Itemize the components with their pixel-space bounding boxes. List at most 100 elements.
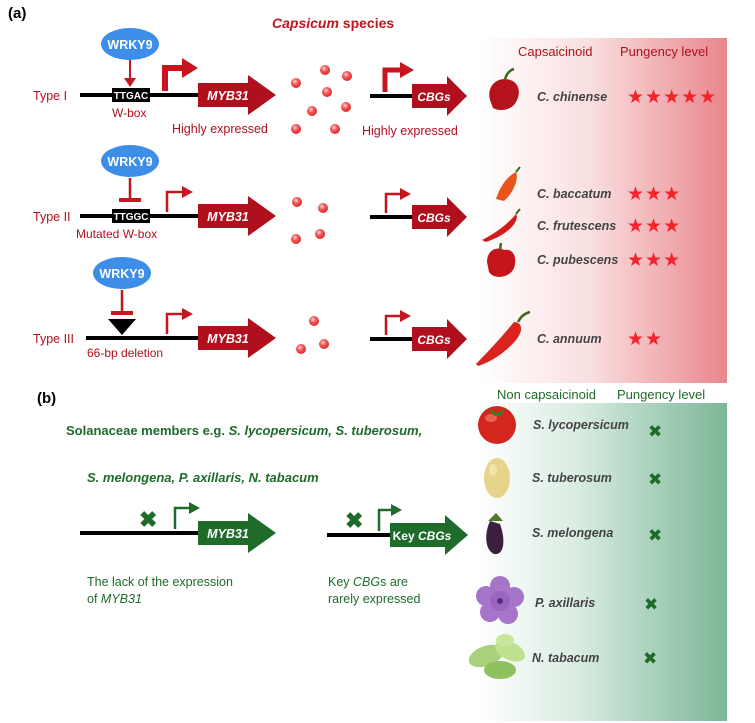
type-2-myb31-label: MYB31 xyxy=(207,210,249,224)
type-1-cbg-tss-arrowhead xyxy=(400,62,414,78)
myb31-tss-arrow-icon xyxy=(173,506,191,529)
protein-dot xyxy=(319,339,329,349)
pepper-chinense-icon xyxy=(489,67,519,110)
type-1-cbgs-gene xyxy=(412,76,467,116)
note-cbgs-rarely-line-2: rarely expressed xyxy=(328,592,420,606)
tobacco-leaves-icon xyxy=(468,634,525,679)
protein-dot xyxy=(322,87,332,97)
type-2-myb31-protein-dots xyxy=(291,197,328,244)
species-name-lycopersicum: S. lycopersicum xyxy=(533,418,629,432)
panel-b: (b) Non capsaicinoid Pungency level Sola… xyxy=(37,387,727,721)
pungency-stars-pubescens: ★★★ xyxy=(627,250,681,271)
solanaceae-members-line-1: Solanaceae members e.g. S. lycopersicum,… xyxy=(66,423,422,438)
type-2-tss-arrowhead xyxy=(182,186,193,198)
type-2-tss-arrow-icon xyxy=(165,190,184,212)
panel-b-background xyxy=(478,403,727,721)
protein-dot xyxy=(330,124,340,134)
col-non-capsaicinoid: Non capsaicinoid xyxy=(497,387,596,402)
type-3-cbg-tss-arrowhead xyxy=(400,310,411,322)
protein-dot xyxy=(342,71,352,81)
type-1-row: WRKY9 Type I TTGAC W-box MYB31 Highly ex… xyxy=(33,28,467,138)
pepper-frutescens-icon xyxy=(482,208,521,242)
type-2-cbg-tss-arrowhead xyxy=(400,188,411,200)
protein-dot xyxy=(292,197,302,207)
key-cbgs-gene-label: Key CBGs xyxy=(393,529,452,543)
wrky9-oval xyxy=(101,145,159,177)
type-3-tss-arrowhead xyxy=(182,308,193,320)
myb31-gene-green xyxy=(198,513,276,553)
mutated-w-box-sequence: TTGGC xyxy=(114,212,149,223)
wrky9-oval xyxy=(101,28,159,60)
type-1-tss-arrow-icon xyxy=(162,65,184,91)
species-name-pubescens: C. pubescens xyxy=(537,253,618,267)
protein-dot xyxy=(318,203,328,213)
species-name-annuum: C. annuum xyxy=(537,332,602,346)
type-2-row: WRKY9 Type II TTGGC Mutated W-box MYB31 xyxy=(33,145,467,244)
pepper-baccatum-icon xyxy=(496,166,521,201)
col-pungency-a: Pungency level xyxy=(620,44,708,59)
protein-dot xyxy=(315,229,325,239)
protein-dot xyxy=(296,344,306,354)
key-cbg-tss-arrowhead xyxy=(391,504,402,516)
wrky9-label: WRKY9 xyxy=(99,267,144,281)
mutated-w-box-label: Mutated W-box xyxy=(76,227,157,241)
w-box-label: W-box xyxy=(112,106,146,120)
type-1-myb31-gene xyxy=(198,75,276,115)
activation-arrowhead-icon xyxy=(124,78,136,87)
pepper-annuum-icon xyxy=(476,310,531,366)
members-species-1: S. lycopersicum, S. tuberosum, xyxy=(229,423,423,438)
note1-gene: MYB31 xyxy=(101,592,142,606)
type-1-myb31-protein-dots xyxy=(291,65,352,134)
note2-suffix: s are xyxy=(380,575,408,589)
capsicum-title-genus: Capsicum xyxy=(272,15,339,31)
protein-dot xyxy=(291,124,301,134)
tomato-icon xyxy=(478,406,516,444)
solanaceae-members-line-2: S. melongena, P. axillaris, N. tabacum xyxy=(87,470,319,485)
cbgs-word: CBGs xyxy=(418,529,452,543)
wrky9-oval xyxy=(93,257,151,289)
type-3-myb31-protein-dots xyxy=(296,316,329,354)
myb31-tss-arrowhead xyxy=(189,502,200,514)
pungency-stars-annuum: ★★ xyxy=(627,329,663,350)
type-1-myb-note: Highly expressed xyxy=(172,122,268,136)
type-1-tss-arrowhead xyxy=(182,58,198,78)
pepper-species-list: C. chinense ★★★★★ C. baccatum ★★★ C. fru… xyxy=(476,67,717,366)
note-cbgs-rarely-line-1: Key CBGs are xyxy=(328,575,408,589)
key-cbg-tss-arrow-icon xyxy=(377,508,393,531)
panel-b-label: (b) xyxy=(37,390,56,407)
protein-dot xyxy=(309,316,319,326)
type-3-myb31-gene xyxy=(198,318,276,358)
type-3-myb31-label: MYB31 xyxy=(207,332,249,346)
panel-a-label: (a) xyxy=(8,5,26,22)
deletion-triangle-icon xyxy=(108,319,136,335)
type-1-cbg-note: Highly expressed xyxy=(362,124,458,138)
type-3-tss-arrow-icon xyxy=(165,312,184,334)
deletion-label: 66-bp deletion xyxy=(87,346,163,360)
w-box-sequence: TTGAC xyxy=(114,91,148,102)
type-2-cbg-tss-arrow-icon xyxy=(384,192,402,213)
pungency-cross-melongena: ✖ xyxy=(648,526,662,545)
wrky9-label: WRKY9 xyxy=(107,38,152,52)
note-lack-of-expression-line-1: The lack of the expression xyxy=(87,575,233,589)
type-1-cbg-tss-arrow-icon xyxy=(382,67,402,92)
potato-icon xyxy=(484,458,510,498)
petunia-flower-icon xyxy=(476,576,524,624)
note2-gene: CBG xyxy=(353,575,380,589)
mutated-w-box-element xyxy=(112,209,150,223)
key-cbg-cross-icon: ✖ xyxy=(345,508,363,533)
protein-dot xyxy=(307,106,317,116)
protein-dot xyxy=(320,65,330,75)
note-lack-of-expression-line-2: of MYB31 xyxy=(87,592,142,606)
pungency-stars-chinense: ★★★★★ xyxy=(627,87,717,108)
panel-a: (a) Capsicum species Capsaicinoid Pungen… xyxy=(8,5,727,383)
pungency-cross-tabacum: ✖ xyxy=(643,649,657,668)
pepper-pubescens-icon xyxy=(487,242,516,277)
col-pungency-b: Pungency level xyxy=(617,387,705,402)
protein-dot xyxy=(291,234,301,244)
myb31-gene-label: MYB31 xyxy=(207,527,249,541)
key-cbgs-gene-green xyxy=(390,515,468,555)
eggplant-icon xyxy=(486,513,504,555)
type-2-myb31-gene xyxy=(198,196,276,236)
type-2-cbgs-gene xyxy=(412,197,467,237)
type-3-cbg-tss-arrow-icon xyxy=(384,314,402,335)
